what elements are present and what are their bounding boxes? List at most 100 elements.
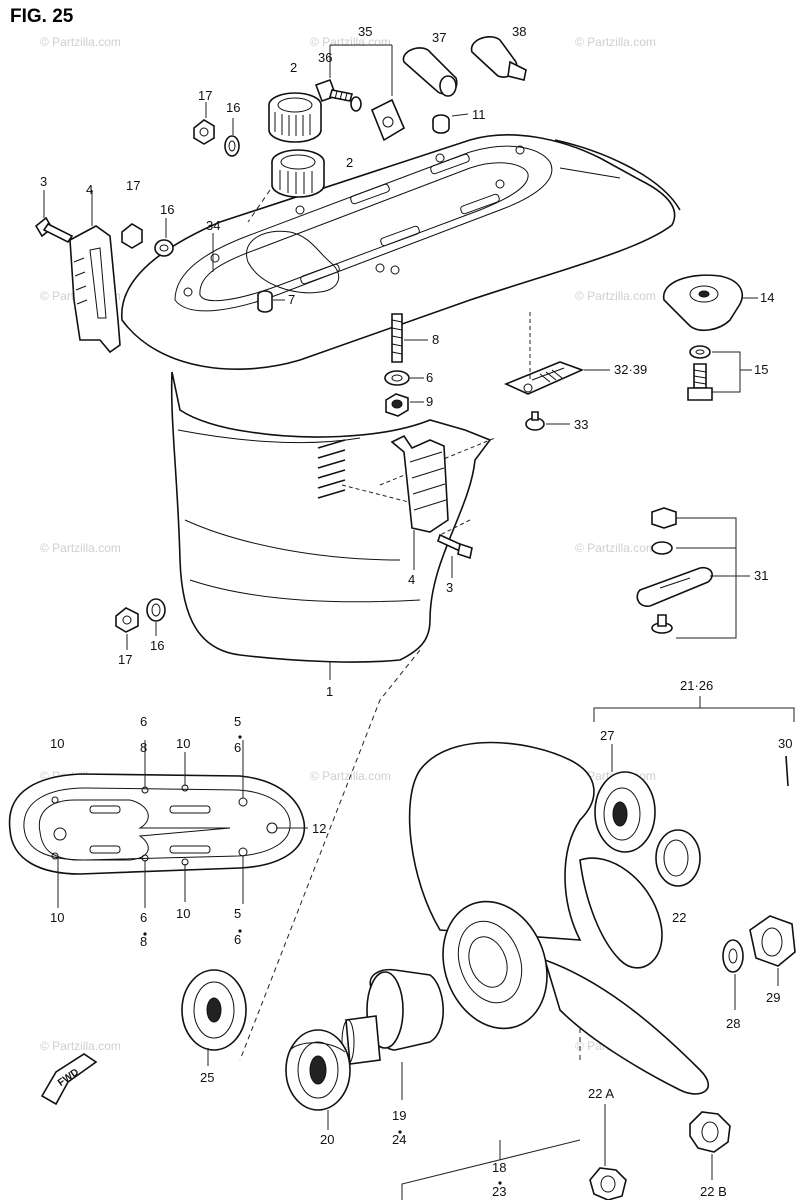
- callout-31: 31: [754, 568, 768, 583]
- watermark: © Partzilla.com: [575, 541, 656, 555]
- ring-25: [181, 969, 247, 1051]
- lock-washer-22b: [689, 1111, 731, 1153]
- cap-11: [432, 114, 450, 134]
- callout-37: 37: [432, 30, 446, 45]
- callout-17: 17: [118, 652, 132, 667]
- callout-6: 6: [140, 714, 147, 729]
- fwd-arrow-icon: FWD: [40, 1053, 98, 1106]
- hub-27: [594, 771, 656, 853]
- callout-22b: 22 B: [700, 1184, 727, 1199]
- prop-nut-29: [749, 915, 796, 967]
- callout-29: 29: [766, 990, 780, 1005]
- callout-9: 9: [426, 394, 433, 409]
- callout-20: 20: [320, 1132, 334, 1147]
- thrust-ring-20: [285, 1029, 351, 1111]
- callout-6: 6: [140, 910, 147, 925]
- callout-34: 34: [206, 218, 220, 233]
- callout-19: 19: [392, 1108, 406, 1123]
- trim-tab-14: [663, 274, 744, 332]
- watermark: © Partzilla.com: [310, 35, 391, 49]
- callout-3: 3: [446, 580, 453, 595]
- callout-35: 35: [358, 24, 372, 39]
- watermark: © Partzilla.com: [575, 289, 656, 303]
- gear-case-gasket: [8, 773, 306, 875]
- callout-36: 36: [318, 50, 332, 65]
- screw-33: [525, 411, 545, 431]
- watermark: © Partzilla.com: [40, 35, 121, 49]
- watermark: © Partzilla.com: [40, 541, 121, 555]
- callout-4: 4: [408, 572, 415, 587]
- watermark: © Partzilla.com: [575, 35, 656, 49]
- callout-7: 7: [288, 292, 295, 307]
- propeller: [408, 741, 709, 1095]
- callout-11: 11: [472, 107, 486, 122]
- cotter-pin-30: [785, 755, 789, 787]
- callout-21-26: 21·26: [680, 678, 713, 693]
- callout-30: 30: [778, 736, 792, 751]
- callout-28: 28: [726, 1016, 740, 1031]
- anode-4-right: [390, 434, 449, 533]
- callout-14: 14: [760, 290, 774, 305]
- callout-17: 17: [126, 178, 140, 193]
- screw-3-right: [437, 533, 473, 560]
- callout-10: 10: [176, 736, 190, 751]
- spline-washer-22: [655, 829, 701, 887]
- callout-23: 23: [492, 1184, 506, 1199]
- washer-15: [689, 345, 711, 359]
- plug-38: [470, 36, 527, 81]
- needle-bearing-upper: [268, 92, 322, 143]
- callout-2: 2: [290, 60, 297, 75]
- figure-title: FIG. 25: [10, 6, 74, 27]
- callout-5: 5: [234, 714, 241, 729]
- callout-1: 1: [326, 684, 333, 699]
- washer-6: [384, 370, 410, 386]
- callout-labels: 35 38 37 2 36 17 16 11 2 3 4 17 16 34 7 …: [40, 24, 792, 1199]
- nut-17-lower: [115, 607, 139, 633]
- callout-dots: [143, 735, 502, 1185]
- anode-4-left: [69, 225, 121, 354]
- callout-10: 10: [176, 906, 190, 921]
- washer-16-upper: [224, 135, 240, 157]
- nut-17-upper: [193, 119, 215, 145]
- callout-16: 16: [150, 638, 164, 653]
- sleeve-37: [402, 47, 458, 97]
- bolt-15: [687, 363, 713, 401]
- callout-38: 38: [512, 24, 526, 39]
- callout-16: 16: [226, 100, 240, 115]
- callout-22: 22: [672, 910, 686, 925]
- callout-22a: 22 A: [588, 1086, 614, 1101]
- callout-10: 10: [50, 736, 64, 751]
- callout-15: 15: [754, 362, 768, 377]
- callout-8: 8: [140, 740, 147, 755]
- callout-6: 6: [234, 740, 241, 755]
- callout-8: 8: [140, 934, 147, 949]
- nut-9: [385, 393, 409, 417]
- screw-36: [314, 78, 362, 112]
- callout-25: 25: [200, 1070, 214, 1085]
- callout-12: 12: [312, 821, 326, 836]
- washer-16-lower: [146, 598, 166, 622]
- washer-28: [722, 939, 744, 973]
- callout-18: 18: [492, 1160, 506, 1175]
- callout-2: 2: [346, 155, 353, 170]
- callout-16: 16: [160, 202, 174, 217]
- callout-33: 33: [574, 417, 588, 432]
- anode-31-group: [636, 507, 713, 634]
- callout-6: 6: [426, 370, 433, 385]
- clamp-35: [370, 98, 406, 142]
- callout-10: 10: [50, 910, 64, 925]
- callout-5: 5: [234, 906, 241, 921]
- stud-8: [391, 313, 403, 363]
- callout-4: 4: [86, 182, 93, 197]
- callout-24: 24: [392, 1132, 406, 1147]
- washer-16-middle: [154, 239, 174, 257]
- watermark: © Partzilla.com: [40, 1039, 121, 1053]
- callout-3: 3: [40, 174, 47, 189]
- anode-plate-32: [503, 361, 585, 395]
- dowel-pin-7: [257, 290, 273, 313]
- thrust-hub-19: [341, 968, 444, 1065]
- callout-8: 8: [432, 332, 439, 347]
- callout-27: 27: [600, 728, 614, 743]
- lock-washer-22a: [589, 1167, 627, 1200]
